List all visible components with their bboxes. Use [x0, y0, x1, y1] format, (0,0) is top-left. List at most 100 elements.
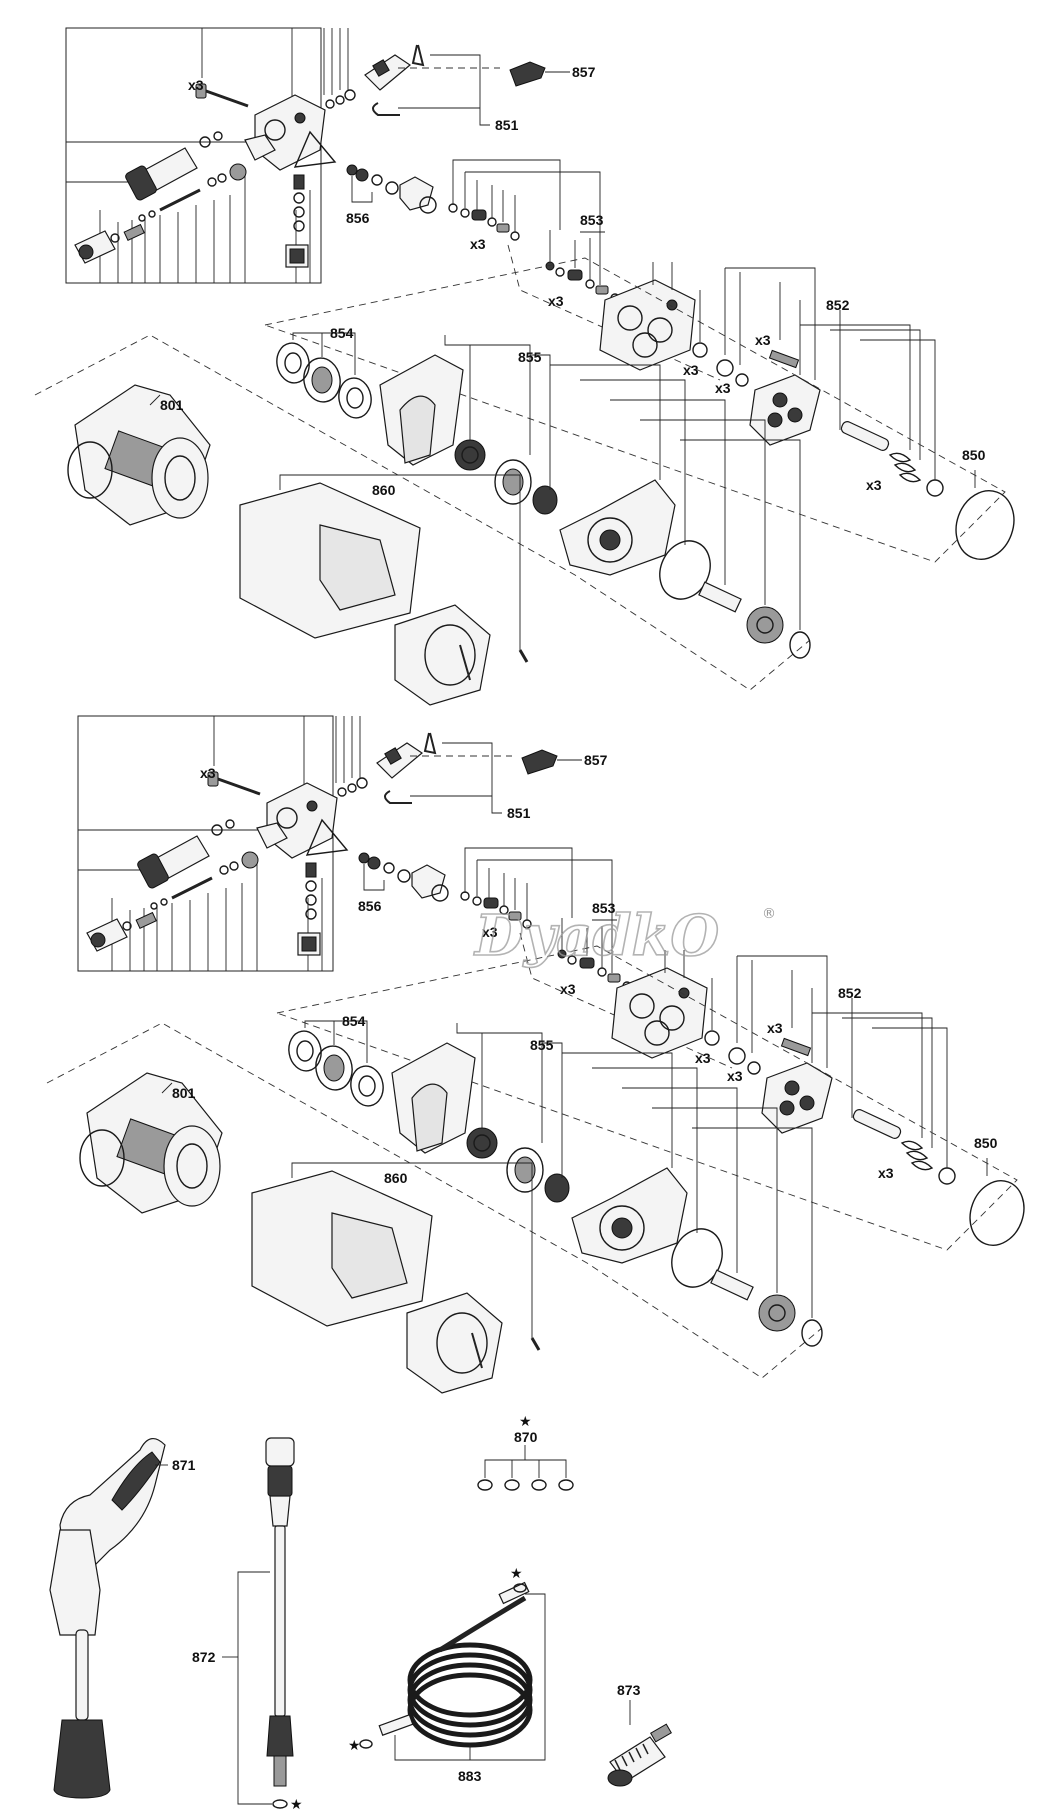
label-853-qty-b: x3 [560, 981, 576, 997]
label-883: 883 [458, 1768, 482, 1784]
inlet-filter-icon [137, 819, 235, 889]
leader-lines-855 [444, 335, 801, 630]
leader-lines-852 [736, 955, 948, 1168]
hose-883-icon [359, 1581, 533, 1749]
triangle-gasket-icon [293, 130, 337, 168]
clip-icon-2 [384, 790, 412, 804]
swash-plate-852-icon [761, 1037, 956, 1185]
label-870: 870 [514, 1429, 538, 1445]
label-801: 801 [160, 397, 184, 413]
seal-icon-2 [716, 359, 734, 377]
pump-head-frame [65, 27, 322, 284]
relief-valve-icon [285, 174, 309, 268]
label-872: 872 [192, 1649, 216, 1665]
o-ring-set-870-icon [477, 1479, 574, 1491]
label-855: 855 [530, 1037, 554, 1053]
top-assembly: x3 857 851 [34, 27, 1015, 706]
label-853: 853 [580, 212, 604, 228]
label-851: 851 [495, 117, 519, 133]
watermark-text: DyadkO [473, 903, 719, 969]
leader-lines-853 [464, 847, 617, 973]
bottom-assembly: x3 857 851 [46, 715, 1025, 1394]
watermark-registered: ® [762, 906, 776, 922]
pump-head-block-icon [599, 279, 696, 371]
valve-body-icon [244, 94, 326, 171]
label-852-qty-bolts: x3 [755, 332, 771, 348]
label-853: 853 [592, 900, 616, 916]
relief-valve-icon [297, 862, 321, 956]
motor-housing-855-icon [391, 1042, 823, 1347]
star-872: ★ [290, 1796, 303, 1812]
label-860: 860 [372, 482, 396, 498]
label-855: 855 [518, 349, 542, 365]
trigger-gun-871-icon [49, 1438, 166, 1799]
inlet-filter-icon [125, 131, 223, 201]
label-850: 850 [962, 447, 986, 463]
star-870: ★ [519, 1413, 532, 1429]
outlet-coupler-icon [86, 911, 157, 952]
motor-801-icon [67, 384, 211, 526]
o-ring-850-icon [969, 1180, 1025, 1246]
label-852-qty-springs: x3 [878, 1165, 894, 1181]
clip-icon [411, 44, 425, 67]
label-852-qty-b: x3 [715, 380, 731, 396]
leader-lines [111, 716, 361, 971]
leader-lines-852 [724, 267, 936, 480]
label-852: 852 [838, 985, 862, 1001]
label-852-qty-bolts: x3 [767, 1020, 783, 1036]
clip-icon-2 [372, 102, 400, 116]
bearing-set-854-icon [276, 342, 372, 419]
label-851: 851 [507, 805, 531, 821]
bearing-set-854-icon [288, 1030, 384, 1107]
leader-lines-853 [452, 159, 605, 285]
label-860: 860 [384, 1170, 408, 1186]
label-871: 871 [172, 1457, 196, 1473]
seal-icon-3 [735, 373, 749, 387]
label-852-qty-a: x3 [683, 362, 699, 378]
label-873: 873 [617, 1682, 641, 1698]
triangle-gasket-icon [305, 818, 349, 856]
label-853-qty-a: x3 [470, 236, 486, 252]
label-856: 856 [358, 898, 382, 914]
pump-head-frame [77, 715, 334, 972]
o-ring-850-icon [955, 490, 1015, 560]
seal-icon [704, 1030, 720, 1046]
bolt-icon [195, 83, 249, 108]
unloader-valve-icon [337, 742, 424, 797]
leader-lines-855 [456, 1023, 813, 1318]
bypass-valve-856-icon [346, 164, 437, 214]
cap-857-icon [509, 61, 546, 87]
label-852-qty-b: x3 [727, 1068, 743, 1084]
label-801: 801 [172, 1085, 196, 1101]
label-852: 852 [826, 297, 850, 313]
seal-icon-3 [747, 1061, 761, 1075]
seal-icon [692, 342, 708, 358]
motor-801-icon [79, 1072, 223, 1214]
label-852-qty-springs: x3 [866, 477, 882, 493]
rear-housing-860-icon [239, 482, 529, 706]
label-854: 854 [330, 325, 354, 341]
label-853-qty-b: x3 [548, 293, 564, 309]
label-853-qty-a: x3 [482, 924, 498, 940]
qty-bolts-label: x3 [188, 77, 204, 93]
label-854: 854 [342, 1013, 366, 1029]
cap-857-icon [521, 749, 558, 775]
watermark: DyadkO ® [472, 902, 776, 970]
star-883-top: ★ [510, 1565, 523, 1581]
pump-head-block-icon [611, 967, 708, 1059]
spray-lance-872-icon [265, 1437, 295, 1809]
accessories: 871 872 ★ 870 ★ [49, 1413, 672, 1812]
star-883-bottom: ★ [348, 1737, 361, 1753]
check-valve-icon [150, 851, 259, 910]
unloader-valve-icon [325, 54, 412, 109]
outlet-coupler-icon [74, 223, 145, 264]
clip-icon [423, 732, 437, 755]
label-852-qty-a: x3 [695, 1050, 711, 1066]
label-856: 856 [346, 210, 370, 226]
label-857: 857 [584, 752, 608, 768]
qty-bolts-label: x3 [200, 765, 216, 781]
valve-body-icon [256, 782, 338, 859]
swash-plate-852-icon [749, 349, 944, 497]
nozzle-873-icon [607, 1723, 672, 1787]
seal-icon-2 [728, 1047, 746, 1065]
